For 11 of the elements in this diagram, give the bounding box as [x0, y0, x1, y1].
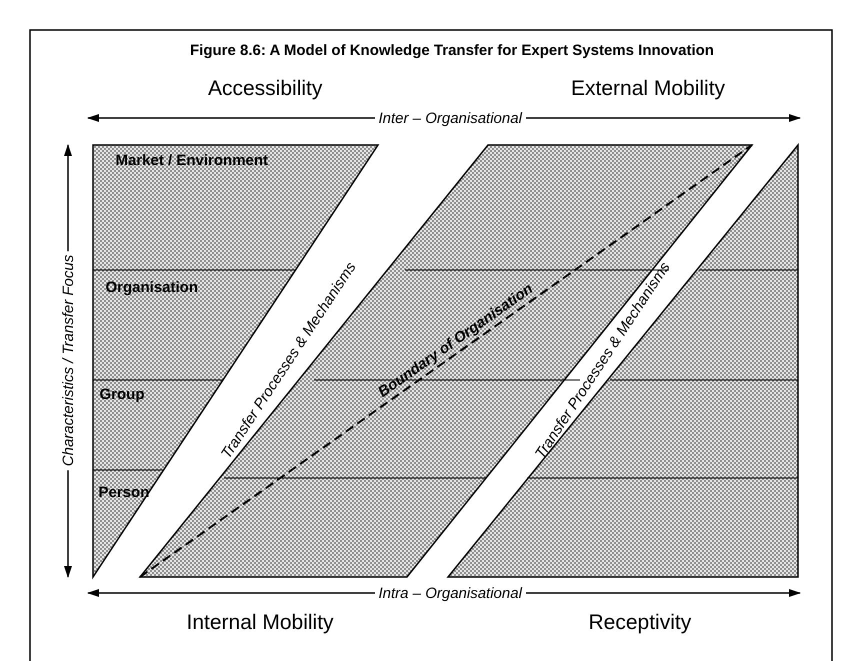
level-label: Organisation — [106, 280, 198, 294]
figure-title: Figure 8.6: A Model of Knowledge Transfer for Expert Systems Innovation — [190, 42, 714, 58]
quadrant-heading: Internal Mobility — [186, 612, 334, 632]
quadrant-heading: Receptivity — [588, 612, 692, 632]
quadrant-heading: External Mobility — [571, 78, 726, 98]
level-label: Market / Environment — [116, 152, 268, 168]
level-label: Person — [98, 484, 150, 500]
level-label: Group — [100, 386, 144, 402]
axis-label: Intra – Organisational — [374, 584, 526, 602]
axis-label: Inter – Organisational — [374, 110, 526, 126]
quadrant-heading: Accessibility — [208, 78, 322, 98]
